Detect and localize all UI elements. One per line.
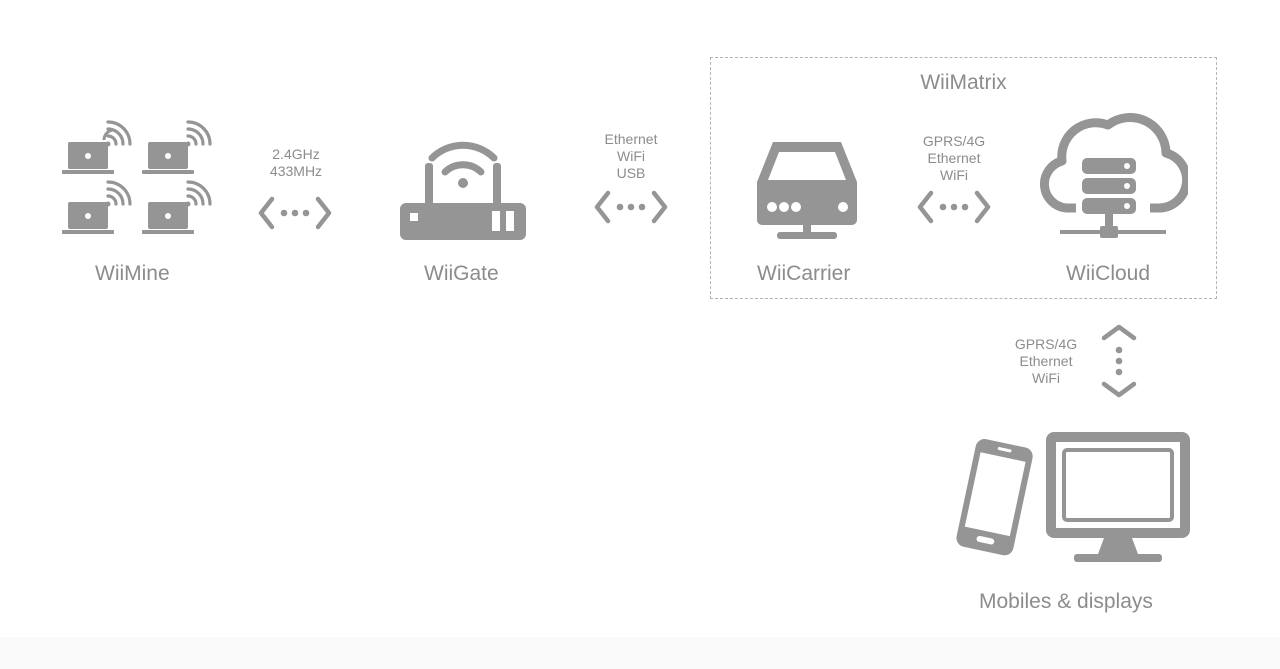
link-mine-gate-line-1: 2.4GHz (272, 146, 320, 162)
laptops-wifi-icon (60, 120, 220, 245)
link-gate-carrier-line-2: WiFi (617, 148, 645, 164)
link-carrier-cloud-line-1: GPRS/4G (922, 133, 986, 149)
bottom-band (0, 637, 1280, 669)
link-carrier-cloud-line-2: Ethernet (927, 150, 981, 166)
displays-label: Mobiles & displays (979, 590, 1153, 613)
link-label-carrier-cloud: GPRS/4G Ethernet WiFi (912, 133, 996, 184)
wiimine-label: WiiMine (95, 262, 170, 285)
cloud-server-icon (1038, 112, 1188, 244)
link-cloud-displays-line-1: GPRS/4G (1014, 336, 1078, 352)
link-label-cloud-displays: GPRS/4G Ethernet WiFi (1004, 336, 1088, 387)
double-arrow-horizontal-icon (258, 196, 332, 230)
router-icon (398, 115, 528, 243)
double-arrow-horizontal-icon (917, 190, 991, 224)
wiigate-label: WiiGate (424, 262, 499, 285)
wiimatrix-group: WiiMatrix (710, 57, 1217, 299)
double-arrow-vertical-icon (1101, 324, 1137, 398)
link-gate-carrier-line-1: Ethernet (604, 131, 658, 147)
phone-monitor-icon (944, 430, 1194, 570)
wiimatrix-title: WiiMatrix (920, 71, 1007, 94)
wiicloud-label: WiiCloud (1066, 262, 1151, 285)
link-carrier-cloud-line-3: WiFi (940, 167, 968, 183)
link-cloud-displays-line-2: Ethernet (1019, 353, 1073, 369)
link-label-gate-carrier: Ethernet WiFi USB (591, 131, 671, 182)
double-arrow-horizontal-icon (594, 190, 668, 224)
gateway-device-icon (751, 138, 863, 242)
wiicarrier-label: WiiCarrier (757, 262, 851, 285)
link-cloud-displays-line-3: WiFi (1032, 370, 1060, 386)
link-gate-carrier-line-3: USB (616, 165, 646, 181)
link-label-mine-gate: 2.4GHz 433MHz (256, 146, 336, 180)
link-mine-gate-line-2: 433MHz (269, 163, 323, 179)
